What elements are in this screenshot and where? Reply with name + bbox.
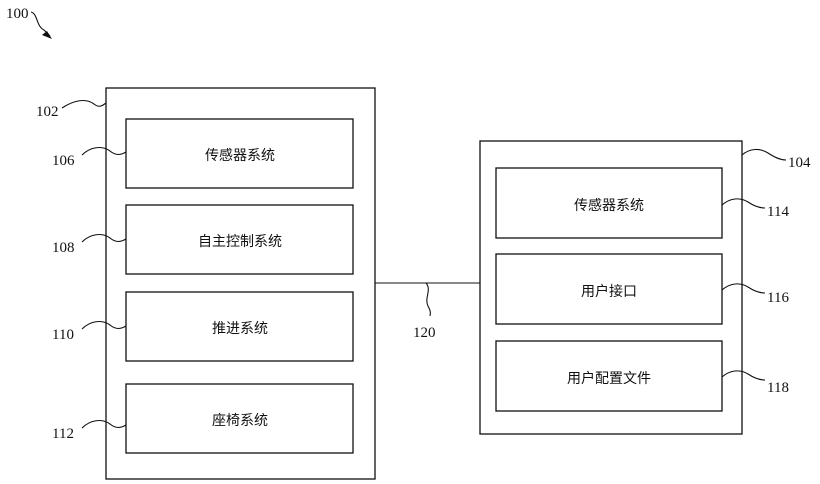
leader-106 <box>81 146 127 156</box>
right-system-ref: 104 <box>788 155 811 171</box>
left-system-leader <box>61 99 107 109</box>
ref-106: 106 <box>52 153 75 169</box>
leader-108 <box>81 233 127 243</box>
leader-118 <box>721 370 766 381</box>
leader-110 <box>81 320 127 330</box>
left-block-propulsion: 推进系统 <box>125 291 354 362</box>
ref-110: 110 <box>52 327 74 343</box>
left-system-ref: 102 <box>36 104 59 120</box>
leader-116 <box>721 283 766 294</box>
figure-ref-label: 100 <box>6 6 29 22</box>
block-label: 传感器系统 <box>574 197 644 214</box>
left-block-autonomous-control: 自主控制系统 <box>125 204 354 275</box>
ref-112: 112 <box>52 426 74 442</box>
bus-ref: 120 <box>413 325 436 341</box>
block-box <box>125 383 354 454</box>
leader-112 <box>81 419 127 429</box>
bus-leader <box>425 282 431 317</box>
figure-ref-arrowhead <box>42 31 52 39</box>
block-label: 用户接口 <box>581 283 637 300</box>
block-label: 推进系统 <box>212 321 268 337</box>
block-label: 用户配置文件 <box>567 370 651 387</box>
right-block-user-interface: 用户接口 <box>495 253 723 325</box>
left-block-seat-system: 座椅系统 <box>125 383 354 454</box>
ref-108: 108 <box>52 240 75 256</box>
leader-114 <box>721 198 766 209</box>
ref-114: 114 <box>767 204 789 220</box>
ref-118: 118 <box>767 380 789 396</box>
right-block-sensor-system: 传感器系统 <box>495 167 723 239</box>
block-box <box>125 291 354 362</box>
block-label: 自主控制系统 <box>198 234 282 250</box>
left-block-sensor-system: 传感器系统 <box>125 118 354 189</box>
figure-ref-arrow <box>30 11 51 37</box>
block-label: 座椅系统 <box>212 413 268 429</box>
block-label: 传感器系统 <box>205 147 275 164</box>
block-box <box>125 118 354 189</box>
block-box <box>495 340 723 412</box>
block-box <box>495 167 723 239</box>
block-box <box>125 204 354 275</box>
right-system-leader <box>741 148 787 161</box>
block-box <box>495 253 723 325</box>
right-block-user-profile: 用户配置文件 <box>495 340 723 412</box>
ref-116: 116 <box>767 290 789 306</box>
